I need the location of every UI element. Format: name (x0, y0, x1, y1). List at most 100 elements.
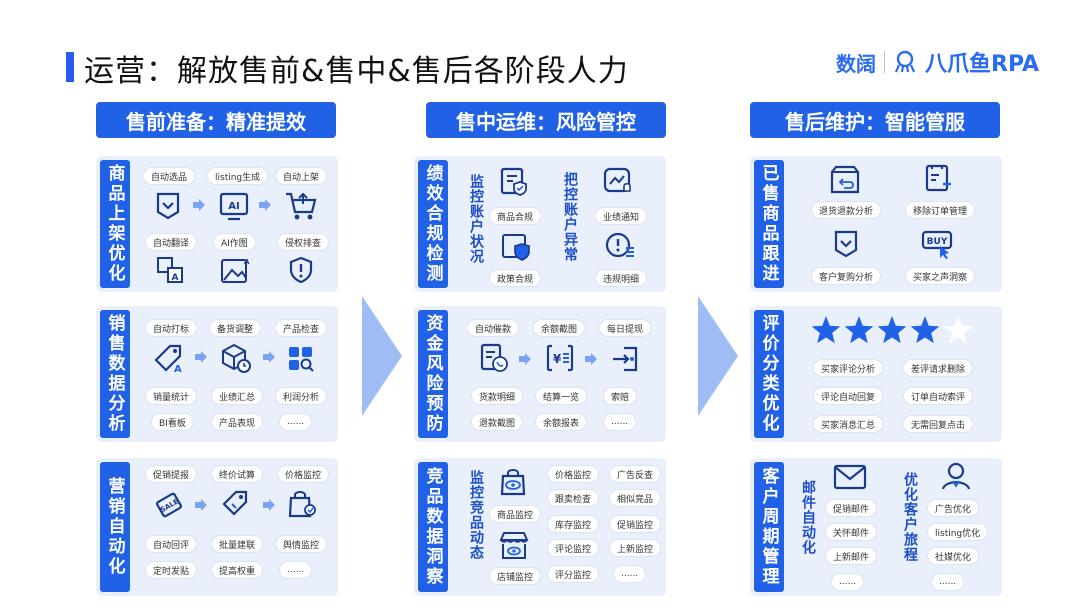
withdraw-icon (610, 344, 642, 374)
sub-label: 邮件自动化 (800, 480, 816, 555)
pill: 广告反查 (610, 466, 661, 482)
pill: 商品监控 (490, 506, 541, 522)
section-compliance (414, 156, 666, 292)
pill: 提高权重 (212, 562, 263, 578)
pill: 商品合规 (490, 208, 541, 224)
pill: 业绩汇总 (212, 388, 263, 404)
pill: 价格监控 (548, 466, 599, 482)
pill: 自动选品 (144, 168, 195, 184)
flow-arrow-1-icon (362, 296, 402, 416)
price-tag-icon (220, 488, 252, 520)
pill: 政策合规 (490, 270, 541, 286)
pill: 利润分析 (276, 388, 327, 404)
pill: 促销提报 (146, 466, 197, 482)
step-arrow-icon (195, 351, 207, 363)
alert-list-icon (604, 230, 636, 262)
pill: listing生成 (208, 168, 268, 184)
translate-icon: A (156, 256, 184, 284)
pill: 库存监控 (548, 516, 599, 532)
pill: 自动翻译 (146, 234, 197, 250)
ai-image-icon: AI (220, 256, 250, 284)
pill: 促销邮件 (826, 500, 877, 516)
repurchase-icon (830, 228, 862, 260)
pill: BI看板 (152, 414, 193, 430)
star-empty-icon (943, 316, 973, 344)
pill: 买家之声洞察 (906, 268, 975, 284)
sale-tag-icon: SALE (152, 488, 186, 522)
star-filled-icon (877, 316, 907, 344)
package-clock-icon (220, 342, 252, 374)
pill: ...... (280, 562, 312, 578)
header-in-sale: 售中运维：风险管控 (426, 102, 666, 138)
step-arrow-icon (193, 199, 205, 211)
pill: ...... (832, 574, 864, 590)
step-arrow-icon (195, 499, 207, 511)
pill: 舆情监控 (276, 536, 327, 552)
section-label: 竞品数据洞察 (418, 462, 448, 592)
svg-text:¥: ¥ (553, 352, 562, 366)
sub-label: 监控竞品动态 (468, 470, 484, 560)
pill: listing优化 (928, 524, 988, 540)
pill: 自动上架 (276, 168, 327, 184)
pill: 店铺监控 (490, 568, 541, 584)
star-filled-icon (910, 316, 940, 344)
pill: 评分监控 (548, 566, 599, 582)
pill: 差评请求删除 (904, 360, 973, 376)
pill: 跟卖检查 (548, 490, 599, 506)
section-label: 营销自动化 (100, 462, 130, 592)
pill: 索赔 (604, 388, 637, 404)
pill: 产品检查 (276, 320, 327, 336)
buy-click-icon: BUY (920, 228, 956, 260)
pill: 货款明细 (472, 388, 523, 404)
pill: 买家评论分析 (814, 360, 883, 376)
brand-bazhuayu: 八爪鱼RPA (925, 52, 1040, 77)
pill: 订单自动索评 (904, 388, 973, 404)
pill: ...... (280, 414, 312, 430)
shopping-bag-check-icon (286, 488, 318, 520)
pill: 侵权排查 (278, 234, 329, 250)
pill: 上新监控 (610, 540, 661, 556)
star-filled-icon (844, 316, 874, 344)
svg-text:AI: AI (228, 201, 239, 212)
step-arrow-icon (259, 199, 271, 211)
pill: 违规明细 (596, 270, 647, 286)
grid-search-icon (286, 344, 316, 374)
svg-text:A: A (172, 273, 179, 283)
pill: 价格监控 (278, 466, 329, 482)
cart-icon (284, 190, 318, 222)
svg-text:AI: AI (244, 258, 250, 266)
pill: 产品表现 (212, 414, 263, 430)
pill: 相似竞品 (610, 490, 661, 506)
section-label: 商品上架优化 (100, 160, 130, 288)
tag-label-icon: A (152, 342, 186, 374)
pill: 退货退款分析 (812, 202, 881, 218)
user-profile-icon (940, 460, 972, 492)
header-after-sale: 售后维护：智能管服 (750, 102, 1000, 138)
pill: 促销监控 (610, 516, 661, 532)
pill: ...... (932, 574, 964, 590)
section-label: 绩效合规检测 (418, 160, 448, 288)
section-label: 资金风险预防 (418, 310, 448, 438)
pill: 结算一览 (536, 388, 587, 404)
pill: 备货调整 (210, 320, 261, 336)
pill: 自动回评 (146, 536, 197, 552)
pill: 终价试算 (212, 466, 263, 482)
store-eye-icon (498, 530, 530, 562)
title-accent-bar (66, 52, 74, 82)
section-label: 评价分类优化 (754, 310, 784, 438)
pill: 退款截图 (472, 414, 523, 430)
pill: 评论自动回复 (814, 388, 883, 404)
pill: 业绩通知 (596, 208, 647, 224)
shield-alert-icon (288, 256, 314, 284)
sub-label: 把控账户异常 (562, 172, 578, 262)
pill: 批量建联 (212, 536, 263, 552)
pill: 自动催款 (468, 320, 519, 336)
page-title: 运营：解放售前&售中&售后各阶段人力 (84, 54, 629, 89)
pill: 关怀邮件 (826, 524, 877, 540)
bell-alert-icon (602, 166, 634, 198)
bag-eye-icon (498, 466, 530, 498)
yen-receipt-icon: ¥ (544, 342, 576, 374)
pill: 每日提现 (600, 320, 651, 336)
step-arrow-icon (263, 499, 275, 511)
section-label: 已售商品跟进 (754, 160, 784, 288)
